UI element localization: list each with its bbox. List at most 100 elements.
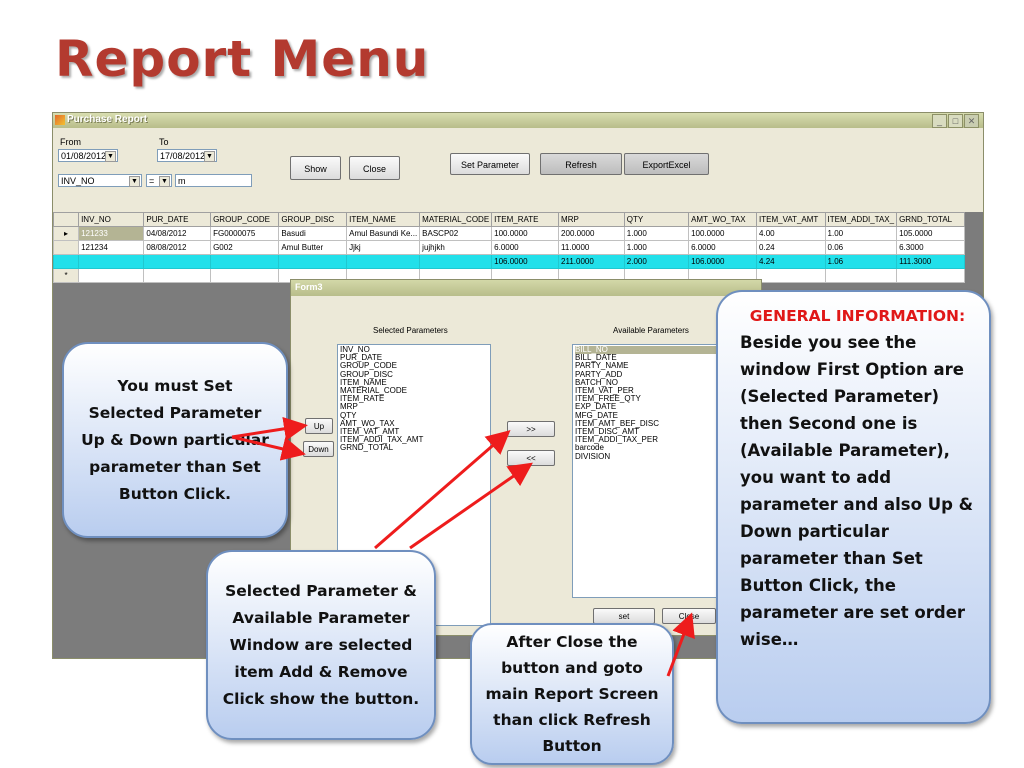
remove-parameter-button[interactable]: << [507, 450, 555, 466]
table-cell[interactable]: G002 [210, 240, 280, 255]
column-header[interactable]: QTY [623, 212, 690, 227]
set-button[interactable]: set [593, 608, 655, 624]
export-excel-button[interactable]: ExportExcel [624, 153, 709, 175]
column-header[interactable]: MATERIAL_CODE [419, 212, 493, 227]
column-header[interactable]: ITEM_RATE [491, 212, 560, 227]
list-item[interactable]: ITEM_NAME [340, 377, 387, 387]
table-cell[interactable]: 1.00 [824, 226, 898, 241]
table-cell[interactable]: 1.000 [623, 226, 690, 241]
available-parameters-label: Available Parameters [613, 326, 689, 335]
table-cell[interactable]: 0.24 [756, 240, 826, 255]
table-cell[interactable]: Amul Butter [278, 240, 348, 255]
table-cell[interactable]: 6.3000 [896, 240, 965, 255]
column-header[interactable]: GROUP_DISC [278, 212, 348, 227]
refresh-button[interactable]: Refresh [540, 153, 622, 175]
table-cell[interactable]: 4.00 [756, 226, 826, 241]
table-cell[interactable]: Basudi [278, 226, 348, 241]
table-cell[interactable]: BASCP02 [419, 226, 493, 241]
summary-cell [419, 254, 493, 269]
list-item[interactable]: ITEM_RATE [340, 394, 385, 404]
table-cell[interactable]: FG0000075 [210, 226, 280, 241]
maximize-icon[interactable]: □ [948, 114, 963, 128]
callout-general-information: GENERAL INFORMATION: Beside you see the … [716, 290, 991, 724]
list-item[interactable]: MFG_DATE [575, 410, 618, 420]
list-item[interactable]: ITEM_ADDI_TAX_PER [575, 435, 658, 445]
column-header[interactable]: ITEM_VAT_AMT [756, 212, 826, 227]
chevron-down-icon[interactable]: ▼ [159, 176, 170, 187]
table-row[interactable]: ▸ 121233 04/08/2012 FG0000075 Basudi Amu… [52, 226, 965, 241]
list-item[interactable]: BILL_DATE [575, 353, 617, 363]
show-button[interactable]: Show [290, 156, 341, 180]
column-header[interactable]: INV_NO [78, 212, 145, 227]
to-date-picker[interactable]: 17/08/2012 ▼ [157, 149, 217, 162]
add-parameter-button[interactable]: >> [507, 421, 555, 437]
close-icon[interactable]: ✕ [964, 114, 979, 128]
list-item[interactable]: AMT_WO_TAX [340, 418, 395, 428]
summary-cell: 2.000 [623, 254, 690, 269]
list-item[interactable]: PARTY_NAME [575, 361, 629, 371]
form3-close-button[interactable]: Close [662, 608, 716, 624]
table-cell[interactable]: 121234 [78, 240, 145, 255]
column-header[interactable]: AMT_WO_TAX [688, 212, 758, 227]
move-up-button[interactable]: Up [305, 418, 333, 434]
set-parameter-button[interactable]: Set Parameter [450, 153, 530, 175]
list-item[interactable]: ITEM_VAT_AMT [340, 427, 400, 437]
from-date-picker[interactable]: 01/08/2012 ▼ [58, 149, 118, 162]
available-parameters-list[interactable]: BILL_NO BILL_DATE PARTY_NAME PARTY_ADD B… [572, 344, 724, 598]
new-row-marker: * [52, 268, 80, 283]
summary-cell [346, 254, 421, 269]
table-cell[interactable]: 105.0000 [896, 226, 965, 241]
move-down-button[interactable]: Down [303, 441, 334, 457]
minimize-icon[interactable]: _ [932, 114, 947, 128]
chevron-down-icon[interactable]: ▼ [204, 151, 215, 162]
window-titlebar: Purchase Report _ □ ✕ [53, 113, 983, 128]
chevron-down-icon[interactable]: ▼ [105, 151, 116, 162]
field-select[interactable]: INV_NO ▼ [58, 174, 142, 187]
list-item[interactable]: DIVISION [575, 451, 611, 461]
table-cell[interactable]: 11.0000 [558, 240, 625, 255]
table-cell[interactable]: 0.06 [824, 240, 898, 255]
table-cell[interactable]: Amul Basundi Ke... [346, 226, 421, 241]
to-label: To [159, 137, 169, 147]
column-header[interactable]: ITEM_ADDI_TAX_ [824, 212, 898, 227]
list-item[interactable]: PARTY_ADD [575, 369, 623, 379]
list-item[interactable]: PUR_DATE [340, 353, 383, 363]
list-item[interactable]: GROUP_CODE [340, 361, 397, 371]
list-item[interactable]: EXP_DATE [575, 402, 617, 412]
table-cell[interactable]: 1.000 [623, 240, 690, 255]
table-cell[interactable]: 100.0000 [688, 226, 758, 241]
column-header[interactable]: GROUP_CODE [210, 212, 280, 227]
list-item[interactable]: BILL_NO [575, 345, 721, 355]
list-item[interactable]: ITEM_AMT_BEF_DISC [575, 418, 660, 428]
list-item[interactable]: ITEM_VAT_PER [575, 386, 634, 396]
operator-select[interactable]: = ▼ [146, 174, 172, 187]
list-item[interactable]: barcode [575, 443, 604, 453]
table-cell[interactable]: Jjkj [346, 240, 421, 255]
table-cell[interactable]: 6.0000 [688, 240, 758, 255]
column-header[interactable]: ITEM_NAME [346, 212, 421, 227]
filter-value-input[interactable]: m [175, 174, 252, 187]
table-cell[interactable]: 200.0000 [558, 226, 625, 241]
close-button[interactable]: Close [349, 156, 400, 180]
table-cell[interactable]: 6.0000 [491, 240, 560, 255]
list-item[interactable]: ITEM_DISC_AMT [575, 427, 640, 437]
table-cell[interactable]: 08/08/2012 [143, 240, 212, 255]
list-item[interactable]: ITEM_FREE_QTY [575, 394, 641, 404]
list-item[interactable]: MRP [340, 402, 358, 412]
general-information-body: Beside you see the window First Option a… [740, 333, 974, 649]
table-row[interactable]: 121234 08/08/2012 G002 Amul Butter Jjkj … [52, 240, 965, 255]
list-item[interactable]: GRND_TOTAL [340, 443, 394, 453]
list-item[interactable]: MATERIAL_CODE [340, 386, 407, 396]
column-header[interactable]: MRP [558, 212, 625, 227]
table-cell[interactable]: 121233 [78, 226, 145, 241]
list-item[interactable]: INV_NO [340, 345, 370, 354]
table-cell[interactable]: 100.0000 [491, 226, 560, 241]
column-header[interactable]: GRND_TOTAL [896, 212, 965, 227]
column-header[interactable]: PUR_DATE [143, 212, 212, 227]
table-cell[interactable]: 04/08/2012 [143, 226, 212, 241]
list-item[interactable]: GROUP_DISC [340, 369, 393, 379]
list-item[interactable]: QTY [340, 410, 357, 420]
list-item[interactable]: BATCH_NO [575, 377, 618, 387]
table-cell[interactable]: jujhjkh [419, 240, 493, 255]
chevron-down-icon[interactable]: ▼ [129, 176, 140, 187]
